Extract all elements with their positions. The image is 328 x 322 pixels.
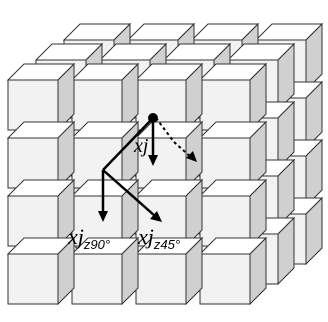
label-z45: xjz45° xyxy=(137,224,180,252)
cube-grid xyxy=(6,22,324,306)
cube-44 xyxy=(198,236,268,306)
cube-47 xyxy=(6,236,76,306)
dotted-arrowhead xyxy=(186,151,197,162)
arrow-to-left xyxy=(102,117,154,171)
filled-dot-icon xyxy=(148,113,158,123)
dotted-arrow-1 xyxy=(155,117,175,143)
cube-front-face xyxy=(135,253,187,305)
cube-32 xyxy=(198,62,268,132)
cube-35 xyxy=(6,62,76,132)
dotted-arrow-group xyxy=(155,117,197,162)
arrowhead-center-down xyxy=(148,155,158,166)
cube-34 xyxy=(70,62,140,132)
cube-front-face xyxy=(71,253,123,305)
cube-46 xyxy=(70,236,140,306)
cube-43 xyxy=(6,178,76,248)
arrowhead-z45 xyxy=(150,211,162,222)
label-z90: xjz90° xyxy=(67,224,110,252)
cube-40 xyxy=(198,178,268,248)
cube-36 xyxy=(198,120,268,190)
cube-45 xyxy=(134,236,204,306)
arrowhead-z90 xyxy=(98,211,108,222)
cube-39 xyxy=(6,120,76,190)
cube-front-face xyxy=(199,253,251,305)
cube-33 xyxy=(134,62,204,132)
cube-front-face xyxy=(7,253,59,305)
label-center: xj xyxy=(133,135,149,157)
vector-arrows xyxy=(98,113,162,222)
cube-38 xyxy=(70,120,140,190)
arrow-z45-diag xyxy=(102,169,156,217)
